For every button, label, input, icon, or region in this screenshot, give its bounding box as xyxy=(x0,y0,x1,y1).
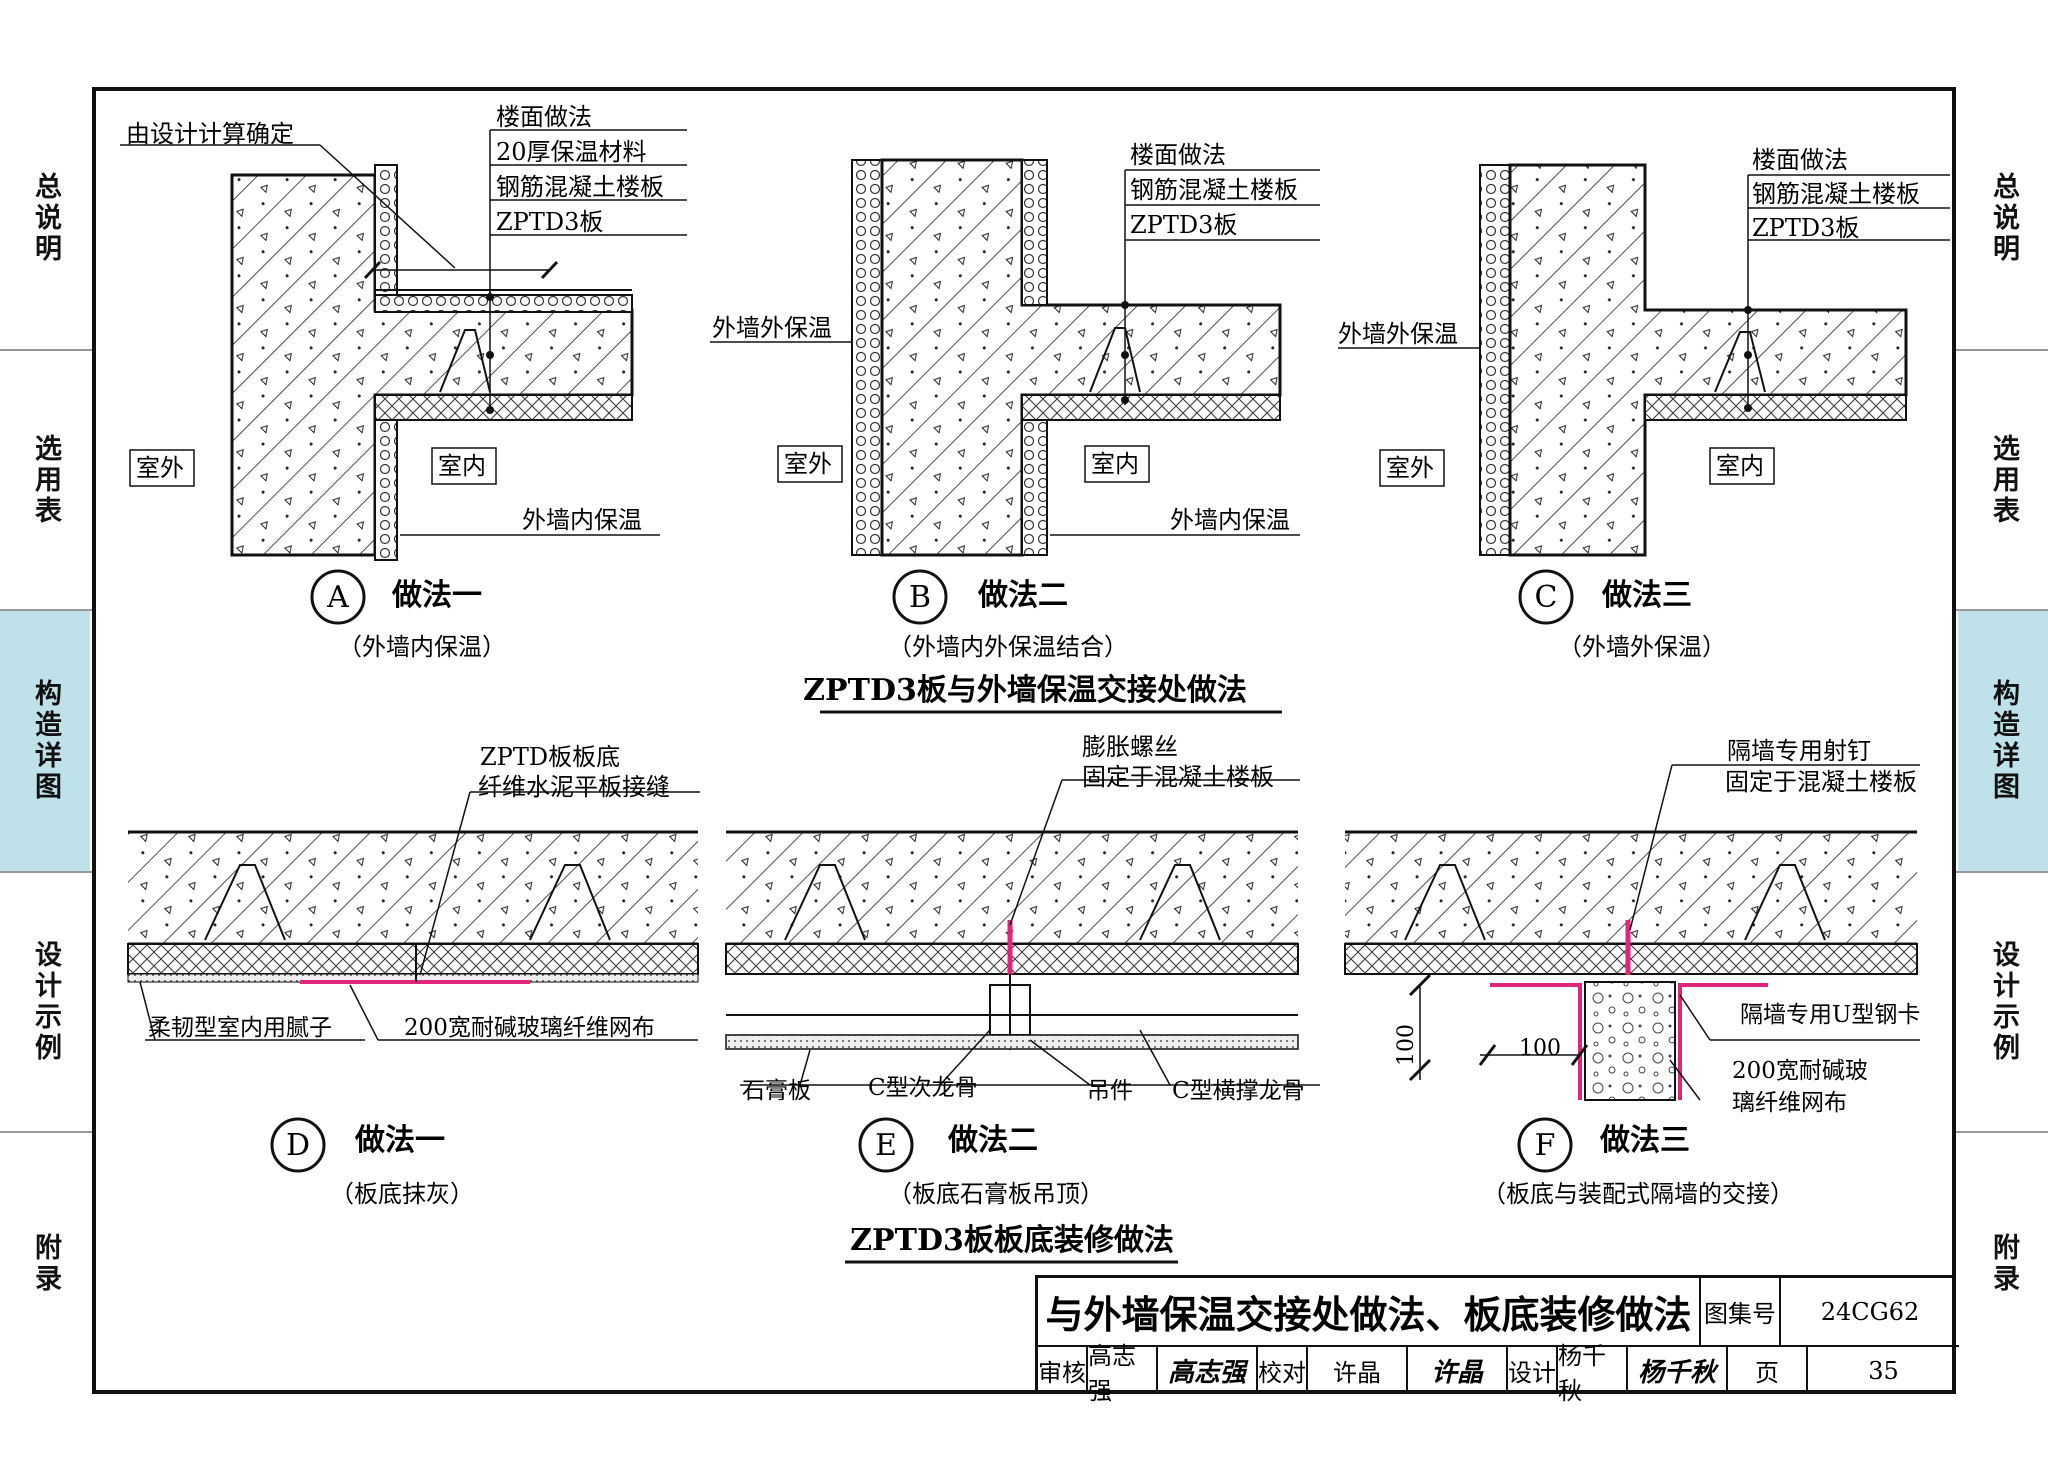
f-subtitle: （板底与装配式隔墙的交接） xyxy=(1482,1180,1794,1208)
e-label-c-sub: C型次龙骨 xyxy=(868,1075,978,1101)
section1-title: ZPTD3板与外墙保温交接处做法 xyxy=(803,673,1247,708)
designer-signature: 杨千秋 xyxy=(1628,1347,1728,1394)
section2-title: ZPTD3板板底装修做法 xyxy=(850,1223,1174,1258)
c-subtitle: （外墙外保温） xyxy=(1558,633,1726,661)
e-subtitle: （板底石膏板吊顶） xyxy=(888,1180,1104,1208)
c-label-3: ZPTD3板 xyxy=(1752,214,1859,242)
d-subtitle: （板底抹灰） xyxy=(330,1180,474,1208)
a-subtitle: （外墙内保温） xyxy=(338,633,506,661)
c-label-2: 钢筋混凝土楼板 xyxy=(1752,180,1920,208)
b-letter: B xyxy=(909,580,931,615)
checker-name: 许晶 xyxy=(1308,1347,1408,1394)
a-label-1: 楼面做法 xyxy=(496,103,592,131)
designer-name: 杨千秋 xyxy=(1558,1342,1628,1405)
c-outside: 室外 xyxy=(1386,454,1434,482)
f-top-label-2: 固定于混凝土楼板 xyxy=(1725,768,1917,796)
e-top-label-1: 膨胀螺丝 xyxy=(1082,733,1178,761)
tab-appendix-right[interactable]: 附录 xyxy=(1988,1232,2019,1295)
f-letter: F xyxy=(1535,1128,1556,1163)
drawing-frame xyxy=(92,87,1956,1394)
tab-appendix[interactable]: 附录 xyxy=(30,1232,61,1295)
f-dim-horizontal: 100 xyxy=(1519,1036,1561,1061)
b-title: 做法二 xyxy=(977,578,1068,613)
review-label: 审核 xyxy=(1038,1347,1088,1394)
d-title: 做法一 xyxy=(354,1123,445,1158)
e-top-label-2: 固定于混凝土楼板 xyxy=(1082,763,1274,791)
c-outer-insul: 外墙外保温 xyxy=(1338,320,1458,348)
atlas-number: 24CG62 xyxy=(1781,1278,1959,1347)
e-letter: E xyxy=(875,1128,897,1163)
f-top-label-1: 隔墙专用射钉 xyxy=(1727,737,1871,765)
d-top-label-2: 纤维水泥平板接缝 xyxy=(478,773,670,801)
reviewer-name: 高志强 xyxy=(1088,1342,1158,1405)
tab-details[interactable]: 构造详图 xyxy=(0,611,90,871)
reviewer-signature: 高志强 xyxy=(1158,1347,1258,1394)
a-inside: 室内 xyxy=(438,452,486,480)
e-label-gypsum: 石膏板 xyxy=(742,1078,811,1104)
detail-d xyxy=(127,791,700,1173)
detail-c xyxy=(1338,163,1950,625)
design-label: 设计 xyxy=(1508,1347,1558,1394)
a-wall-insul: 外墙内保温 xyxy=(522,506,642,534)
c-inside: 室内 xyxy=(1716,452,1764,480)
page-number: 35 xyxy=(1868,1356,1899,1385)
a-letter: A xyxy=(326,580,349,615)
d-letter: D xyxy=(286,1128,310,1163)
detail-b xyxy=(710,158,1320,625)
e-label-hanger: 吊件 xyxy=(1087,1078,1133,1104)
b-inside: 室内 xyxy=(1091,450,1139,478)
f-label-mesh-2: 璃纤维网布 xyxy=(1732,1090,1847,1116)
b-label-1: 楼面做法 xyxy=(1130,141,1226,169)
tab-details-right[interactable]: 构造详图 xyxy=(1958,611,2048,871)
atlas-label: 图集号 xyxy=(1701,1278,1781,1347)
tab-selection-right[interactable]: 选用表 xyxy=(1988,433,2019,527)
e-label-c-cross: C型横撑龙骨 xyxy=(1172,1078,1305,1104)
checker-signature: 许晶 xyxy=(1408,1347,1508,1394)
b-label-2: 钢筋混凝土楼板 xyxy=(1130,176,1298,204)
e-title: 做法二 xyxy=(947,1123,1038,1158)
d-top-label-1: ZPTD板板底 xyxy=(480,743,620,771)
a-label-4: ZPTD3板 xyxy=(496,208,603,236)
detail-e xyxy=(725,779,1320,1173)
c-letter: C xyxy=(1535,580,1558,615)
f-label-mesh-1: 200宽耐碱玻 xyxy=(1732,1058,1868,1084)
d-bottom-right: 200宽耐碱玻璃纤维网布 xyxy=(404,1015,655,1041)
c-title: 做法三 xyxy=(1601,578,1692,613)
b-wall-insul: 外墙内保温 xyxy=(1170,506,1290,534)
detail-f xyxy=(1344,764,1920,1173)
title-block-title: 与外墙保温交接处做法、板底装修做法 xyxy=(1038,1278,1701,1347)
tab-selection[interactable]: 选用表 xyxy=(30,433,61,527)
detail-a xyxy=(120,129,687,625)
b-label-3: ZPTD3板 xyxy=(1130,211,1237,239)
f-title: 做法三 xyxy=(1599,1123,1690,1158)
tab-general-right[interactable]: 总说明 xyxy=(1988,171,2019,265)
page-label: 页 xyxy=(1728,1347,1808,1394)
tab-design-example-right[interactable]: 设计示例 xyxy=(1988,940,2019,1064)
d-bottom-left: 柔韧型室内用腻子 xyxy=(148,1015,332,1041)
a-label-2: 20厚保温材料 xyxy=(496,138,647,166)
b-outside: 室外 xyxy=(784,450,832,478)
c-label-1: 楼面做法 xyxy=(1752,146,1848,174)
a-calc-label: 由设计计算确定 xyxy=(126,120,294,148)
a-title: 做法一 xyxy=(391,578,482,613)
a-label-3: 钢筋混凝土楼板 xyxy=(496,173,664,201)
b-outer-insul: 外墙外保温 xyxy=(712,314,832,342)
f-dim-vertical: 100 xyxy=(1394,1024,1419,1066)
a-outside: 室外 xyxy=(136,454,184,482)
b-subtitle: （外墙内外保温结合） xyxy=(888,633,1128,661)
check-label: 校对 xyxy=(1258,1347,1308,1394)
tab-general[interactable]: 总说明 xyxy=(30,171,61,265)
tab-design-example[interactable]: 设计示例 xyxy=(30,940,61,1064)
f-label-clip: 隔墙专用U型钢卡 xyxy=(1740,1002,1920,1028)
title-block: 与外墙保温交接处做法、板底装修做法 图集号 24CG62 审核 高志强 高志强 … xyxy=(1035,1275,1959,1405)
